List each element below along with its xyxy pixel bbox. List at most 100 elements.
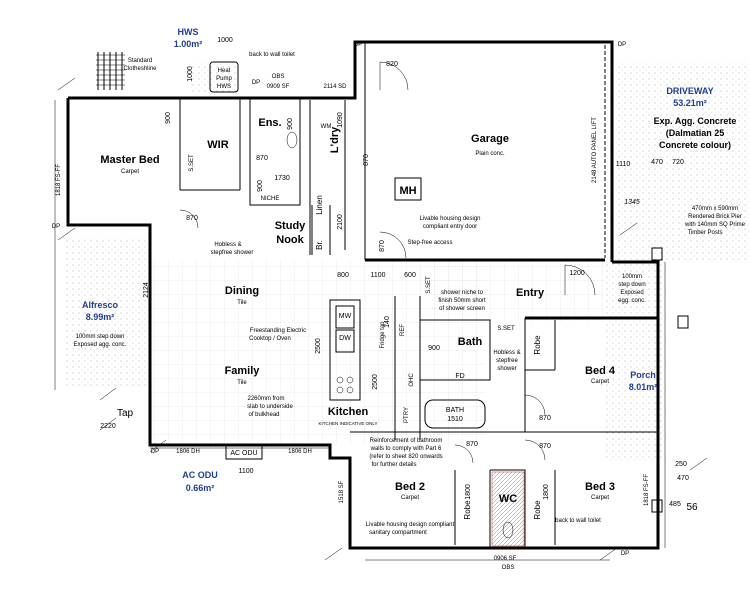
heat-pump-label-2: Pump <box>216 76 232 82</box>
alfresco-note-2: Exposed agg. conc. <box>74 342 127 348</box>
ohc-label: OHC <box>409 373 415 387</box>
driveway-sub-2: (Dalmatian 25 <box>666 128 725 138</box>
robe-bed3-label: Robe <box>533 500 542 520</box>
dim-470-a: 470 <box>651 159 663 166</box>
niche-label: NICHE <box>261 196 280 202</box>
dim-820: 820 <box>386 61 398 68</box>
dim-870-a: 870 <box>256 155 268 162</box>
dim-1000-a: 1000 <box>217 37 233 44</box>
robe-bed4-label: Robe <box>533 335 542 355</box>
note-bulkhead-2: slab to underside <box>247 404 293 410</box>
dim-1000-b: 1000 <box>187 66 194 82</box>
note-reinf-4: for further details <box>371 462 416 468</box>
dim-2124: 2124 <box>143 282 150 298</box>
dp-label-2: DP <box>52 224 60 230</box>
alfresco-area-label: 8.99m² <box>86 312 115 322</box>
pier-2 <box>677 315 689 329</box>
bath-tub <box>424 399 486 429</box>
dim-1800-a: 1800 <box>465 484 472 500</box>
heat-pump-label-3: HWS <box>217 84 231 90</box>
ac-odu-box-label: AC ODU <box>230 450 257 457</box>
pier-3 <box>651 499 663 513</box>
hws-area-label: 1.00m² <box>174 39 203 49</box>
note-hobless-1: Hobless & <box>214 242 241 248</box>
note-shower-1: shower niche to <box>441 290 484 296</box>
note-livable-1: Livable housing design <box>419 216 480 222</box>
door-swings <box>179 61 596 464</box>
dim-2100: 2100 <box>337 214 344 230</box>
dim-870-d: 870 <box>379 240 386 252</box>
linen-label: Linen <box>315 195 324 215</box>
note-obs-bottom: OBS <box>502 565 515 571</box>
dim-900-a: 900 <box>165 112 172 124</box>
note-pier-1: 470mm x 590mm <box>692 206 738 212</box>
dim-1730: 1730 <box>274 175 290 182</box>
internal-walls <box>179 42 658 548</box>
note-fs-ff-right: 1818 FS-FF <box>644 474 650 506</box>
note-reinf-1: Reinforcement of bathroom <box>370 438 443 444</box>
garage-label: Garage <box>471 133 509 145</box>
note-porch-step-4: egg. conc. <box>618 298 646 304</box>
nook-label: Nook <box>276 234 304 246</box>
dim-870-f: 870 <box>466 441 478 448</box>
wc-toilet <box>502 521 514 539</box>
note-dh-1806-left: 1806 DH <box>176 449 200 455</box>
note-hobless-b1: Hobless & <box>493 350 520 356</box>
dim-1090: 1090 <box>337 112 344 128</box>
dim-900-c: 900 <box>287 118 294 130</box>
dim-2500-a: 2500 <box>315 338 322 354</box>
driveway-area-label: 53.21m² <box>673 98 707 108</box>
note-bulkhead-1: 2260mm from <box>247 396 284 402</box>
note-livable-2: compliant entry door <box>423 224 477 230</box>
tap-label: Tap <box>117 408 134 419</box>
note-back-to-wall-wc: back to wall toilet <box>555 518 601 524</box>
pier-1 <box>651 247 663 261</box>
wm-label: WM <box>321 124 332 130</box>
ptry-label: PTRY <box>404 407 410 423</box>
manhole-label: MH <box>399 185 416 197</box>
dim-1345: 1345 <box>624 199 640 206</box>
dim-900-d: 900 <box>428 345 440 352</box>
entry-tile <box>430 262 605 322</box>
note-sf-0909: 0909 SF <box>267 84 290 90</box>
dim-140: 140 <box>384 316 391 328</box>
dim-1800-b: 1800 <box>543 484 550 500</box>
clothesline <box>96 52 125 90</box>
note-sanitary-2: sanitary compartment <box>369 530 427 536</box>
alfresco-label: Alfresco <box>82 300 119 310</box>
living-tile <box>150 260 485 445</box>
dp-label-6: DP <box>621 551 629 557</box>
note-pier-4: Timber Posts <box>687 230 722 236</box>
dp-label-5: DP <box>618 42 626 48</box>
note-shower-3: of shower screen <box>439 306 485 312</box>
dim-870-e: 870 <box>539 415 551 422</box>
note-sd-2114: 2114 SD <box>324 84 348 90</box>
ac-odu-area-label: 0.66m² <box>186 483 215 493</box>
dim-720: 720 <box>672 159 684 166</box>
dim-1200: 1200 <box>569 270 585 277</box>
ac-odu-label: AC ODU <box>182 470 218 480</box>
porch-area-label: 8.01m² <box>629 382 658 392</box>
dp-label-4: DP <box>354 42 362 48</box>
dim-2500-b: 2500 <box>372 374 379 390</box>
dim-1100-b: 1100 <box>238 468 253 475</box>
s-set-laundry: S.SET <box>426 276 432 294</box>
bed4-label: Bed 4 <box>585 365 616 377</box>
note-auto-lift: 2148 AUTO PANEL LIFT <box>592 117 598 183</box>
kitchen-sub: KITCHEN INDICATIVE ONLY <box>318 421 377 426</box>
dim-56: 56 <box>686 502 698 513</box>
ref-label: REF <box>400 324 406 336</box>
dim-1110: 1110 <box>616 161 631 168</box>
clothesline-label-2: Clotheshline <box>123 66 157 72</box>
bath-tub-size: 1510 <box>447 416 463 423</box>
alfresco-note-1: 100mm step down <box>75 334 124 340</box>
dimension-ticks <box>54 77 708 561</box>
clothesline-label-1: Standard <box>128 58 152 64</box>
porch-label: Porch <box>630 370 656 380</box>
dim-870-c: 870 <box>363 154 370 166</box>
garage-sub: Plain conc. <box>475 151 505 157</box>
bed2-label: Bed 2 <box>395 481 425 493</box>
robe-bed2-label: Robe <box>463 500 472 520</box>
alfresco-area <box>65 238 153 388</box>
